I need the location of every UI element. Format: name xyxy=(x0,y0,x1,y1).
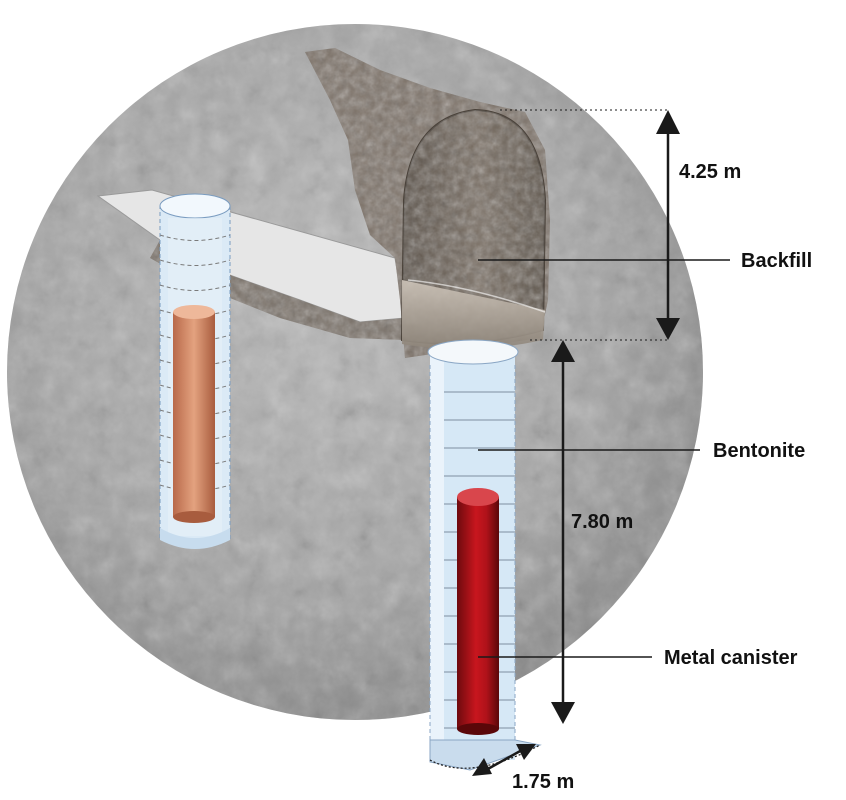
main-tunnel xyxy=(305,48,550,358)
leader-lines xyxy=(478,259,730,658)
tunnel-height-label: 4.25 m xyxy=(679,161,741,183)
tunnel-height-arrow-icon xyxy=(656,110,680,340)
hole-depth-arrow-icon xyxy=(551,340,575,724)
hole-diameter-arrow-icon xyxy=(472,744,536,776)
backfill-label: Backfill xyxy=(741,250,812,272)
metal-canister-label: Metal canister xyxy=(664,647,798,669)
main-deposition-hole xyxy=(427,339,542,771)
left-deposition-hole xyxy=(159,193,231,549)
hole-depth-label: 7.80 m xyxy=(571,511,633,533)
hole-diameter-label: 1.75 m xyxy=(512,771,574,793)
dimension-guides xyxy=(500,109,668,341)
bentonite-label: Bentonite xyxy=(713,440,805,462)
